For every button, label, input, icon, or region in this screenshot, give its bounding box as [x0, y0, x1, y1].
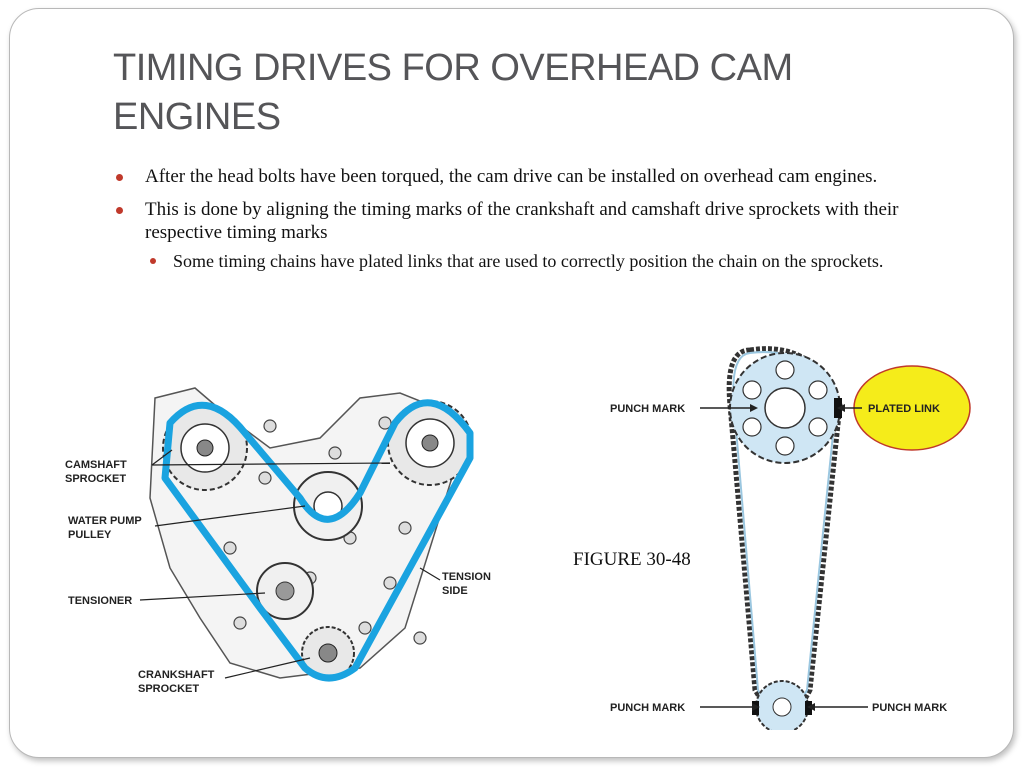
bullet-item: After the head bolts have been torqued, …	[113, 165, 963, 188]
bullet-dot	[116, 207, 123, 214]
leader-lines	[139, 449, 441, 679]
title-line-2: ENGINES	[113, 96, 281, 138]
label-punch-mark-bottom-right: PUNCH MARK	[872, 702, 947, 714]
camshaft-sprocket-left	[162, 405, 248, 491]
label-water-pump-1: WATER PUMP	[68, 515, 142, 527]
bullet-list: After the head bolts have been torqued, …	[113, 165, 963, 272]
sub-bullet-dot	[150, 258, 156, 264]
label-punch-mark-top: PUNCH MARK	[610, 403, 685, 415]
slide-frame	[9, 8, 1014, 758]
title-line-1: TIMING DRIVES FOR OVERHEAD CAM	[113, 47, 793, 89]
crankshaft-sprocket	[301, 626, 355, 680]
label-crankshaft-sprocket-1: CRANKSHAFT	[138, 669, 215, 681]
engine-bolts	[223, 416, 427, 645]
camshaft-sprocket-right	[387, 400, 473, 486]
right-leader-lines	[700, 407, 868, 708]
bullet-text: This is done by aligning the timing mark…	[145, 199, 899, 243]
slide-title: TIMING DRIVES FOR OVERHEAD CAM ENGINES	[113, 44, 913, 142]
label-tension-side-1: TENSION	[442, 571, 491, 583]
engine-timing-belt-diagram: CAMSHAFT SPROCKET WATER PUMP PULLEY TENS…	[65, 387, 491, 695]
sub-bullet-item: Some timing chains have plated links tha…	[113, 250, 963, 272]
camshaft-sprocket	[729, 352, 842, 464]
timing-chain	[726, 346, 843, 718]
label-punch-mark-bottom-left: PUNCH MARK	[610, 702, 685, 714]
timing-chain-diagram: PUNCH MARK PLATED LINK PUNCH MARK PUNCH …	[610, 346, 971, 730]
label-tension-side-2: SIDE	[442, 585, 468, 597]
label-plated-link: PLATED LINK	[868, 403, 940, 415]
water-pump-pulley	[293, 471, 363, 541]
tensioner-pulley	[256, 562, 314, 620]
arrow-heads	[750, 404, 845, 711]
sub-bullet-text: Some timing chains have plated links tha…	[173, 251, 884, 271]
bullet-item: This is done by aligning the timing mark…	[113, 198, 963, 244]
label-crankshaft-sprocket-2: SPROCKET	[138, 683, 199, 695]
label-camshaft-sprocket-1: CAMSHAFT	[65, 459, 127, 471]
label-tensioner: TENSIONER	[68, 595, 132, 607]
label-camshaft-sprocket-2: SPROCKET	[65, 473, 126, 485]
bullet-dot	[116, 174, 123, 181]
timing-belt	[161, 399, 474, 682]
bullet-text: After the head bolts have been torqued, …	[145, 166, 878, 187]
crankshaft-sprocket	[752, 680, 812, 730]
label-water-pump-2: PULLEY	[68, 529, 112, 541]
figure-caption: FIGURE 30-48	[573, 549, 691, 570]
